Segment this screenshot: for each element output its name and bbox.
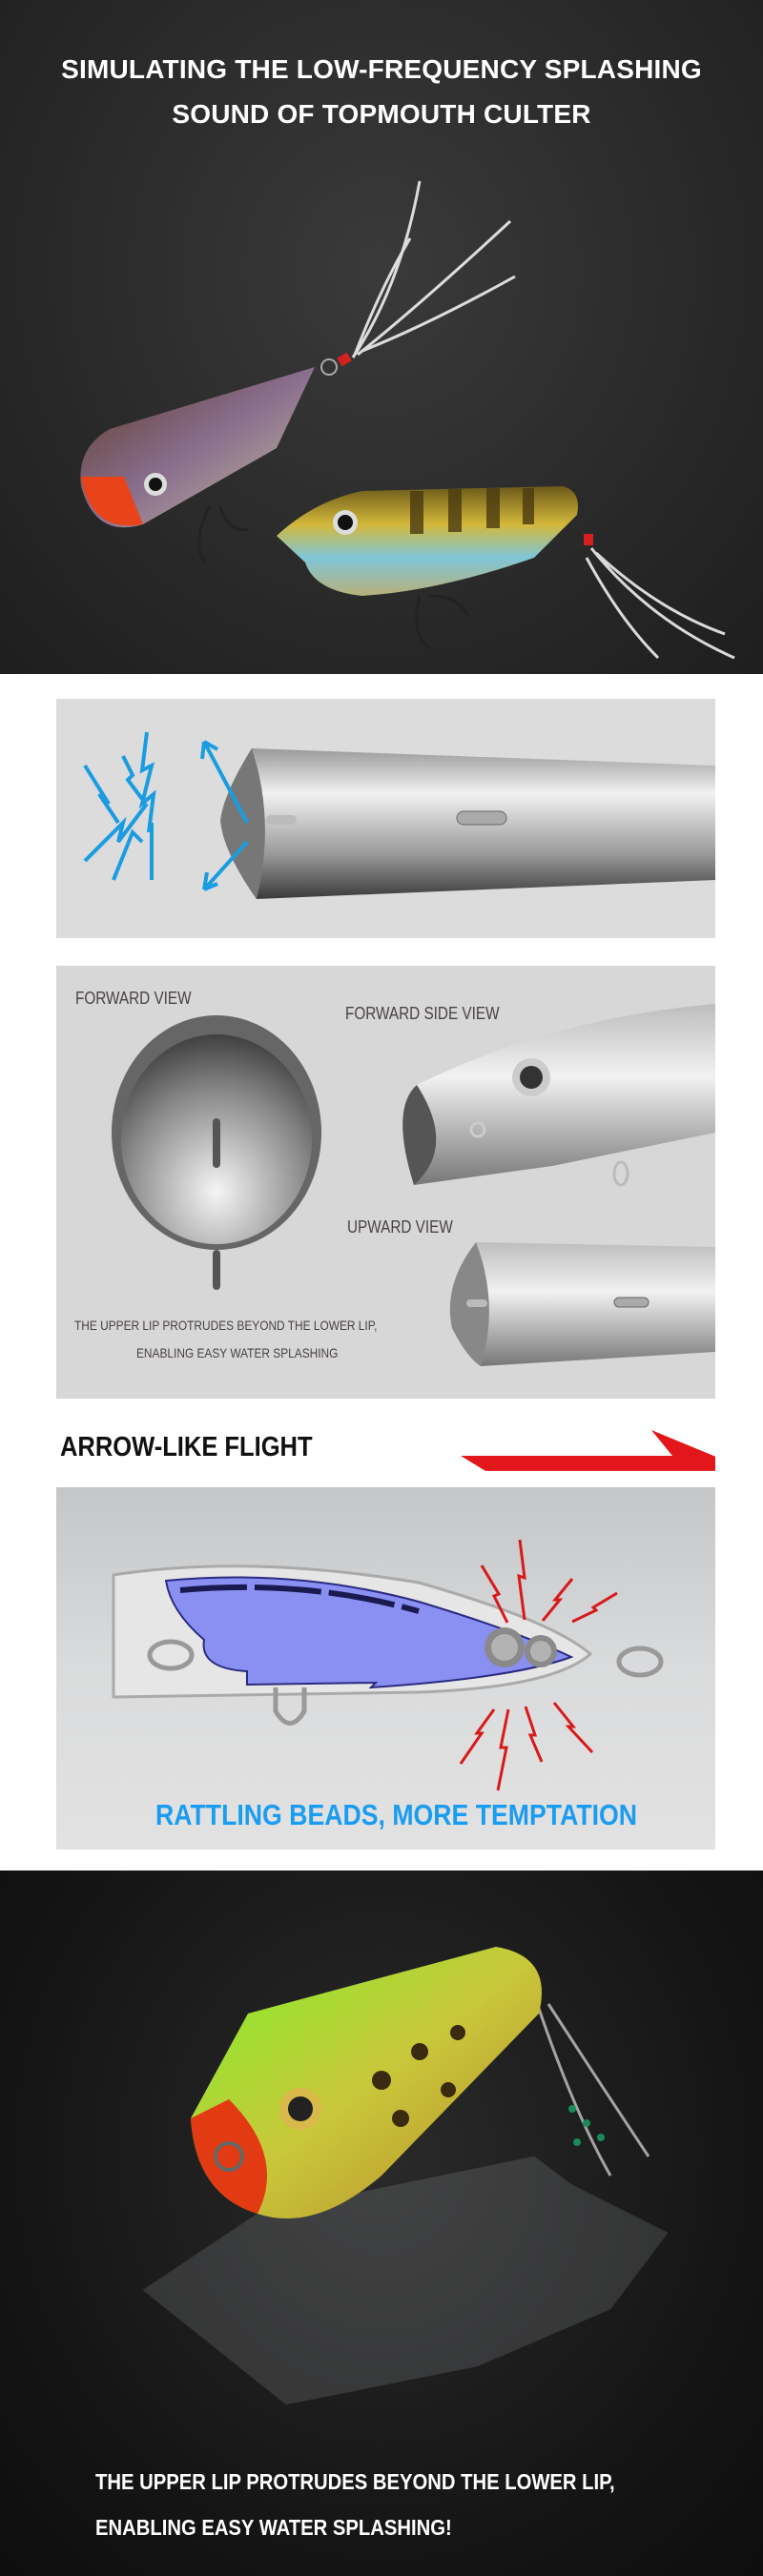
rattle-panel bbox=[56, 1487, 715, 1850]
flight-title: ARROW-LIKE FLIGHT bbox=[60, 1432, 313, 1462]
brown-lure bbox=[80, 367, 315, 528]
views-caption-line1: THE UPPER LIP PROTRUDES BEYOND THE LOWER… bbox=[74, 1318, 378, 1333]
red-arrow-icon bbox=[461, 1430, 715, 1471]
green-lure-photo bbox=[142, 1947, 669, 2405]
splash-icon bbox=[83, 731, 249, 891]
upward-view-drawing bbox=[449, 1242, 715, 1366]
hero-section: SIMULATING THE LOW-FREQUENCY SPLASHING S… bbox=[0, 0, 763, 674]
splash-diagram-panel bbox=[56, 699, 715, 938]
lures-photo bbox=[80, 180, 735, 660]
rattle-sound-icon bbox=[459, 1539, 618, 1791]
cutaway-drawing bbox=[112, 1539, 664, 1791]
feather-2 bbox=[585, 547, 735, 660]
bottom-photo-section: THE UPPER LIP PROTRUDES BEYOND THE LOWER… bbox=[0, 1871, 763, 2576]
views-caption-line2: ENABLING EASY WATER SPLASHING bbox=[136, 1345, 339, 1360]
views-panel: FORWARD VIEW FORWARD SIDE VIEW UPWARD VI… bbox=[56, 966, 715, 1399]
bottom-text-line1: THE UPPER LIP PROTRUDES BEYOND THE LOWER… bbox=[95, 2469, 615, 2494]
hero-title-line1: SIMULATING THE LOW-FREQUENCY SPLASHING bbox=[61, 54, 702, 84]
upward-view-label: UPWARD VIEW bbox=[347, 1217, 453, 1237]
feather-1 bbox=[351, 180, 516, 358]
hero-title-line2: SOUND OF TOPMOUTH CULTER bbox=[172, 99, 591, 129]
forward-side-view-drawing bbox=[402, 1004, 715, 1187]
forward-view-label: FORWARD VIEW bbox=[75, 989, 192, 1008]
rattle-title: RATTLING BEADS, MORE TEMPTATION bbox=[155, 1798, 638, 1831]
forward-side-view-label: FORWARD SIDE VIEW bbox=[345, 1004, 500, 1023]
forward-view-drawing bbox=[112, 1015, 321, 1290]
bottom-text-line2: ENABLING EASY WATER SPLASHING! bbox=[95, 2515, 452, 2540]
